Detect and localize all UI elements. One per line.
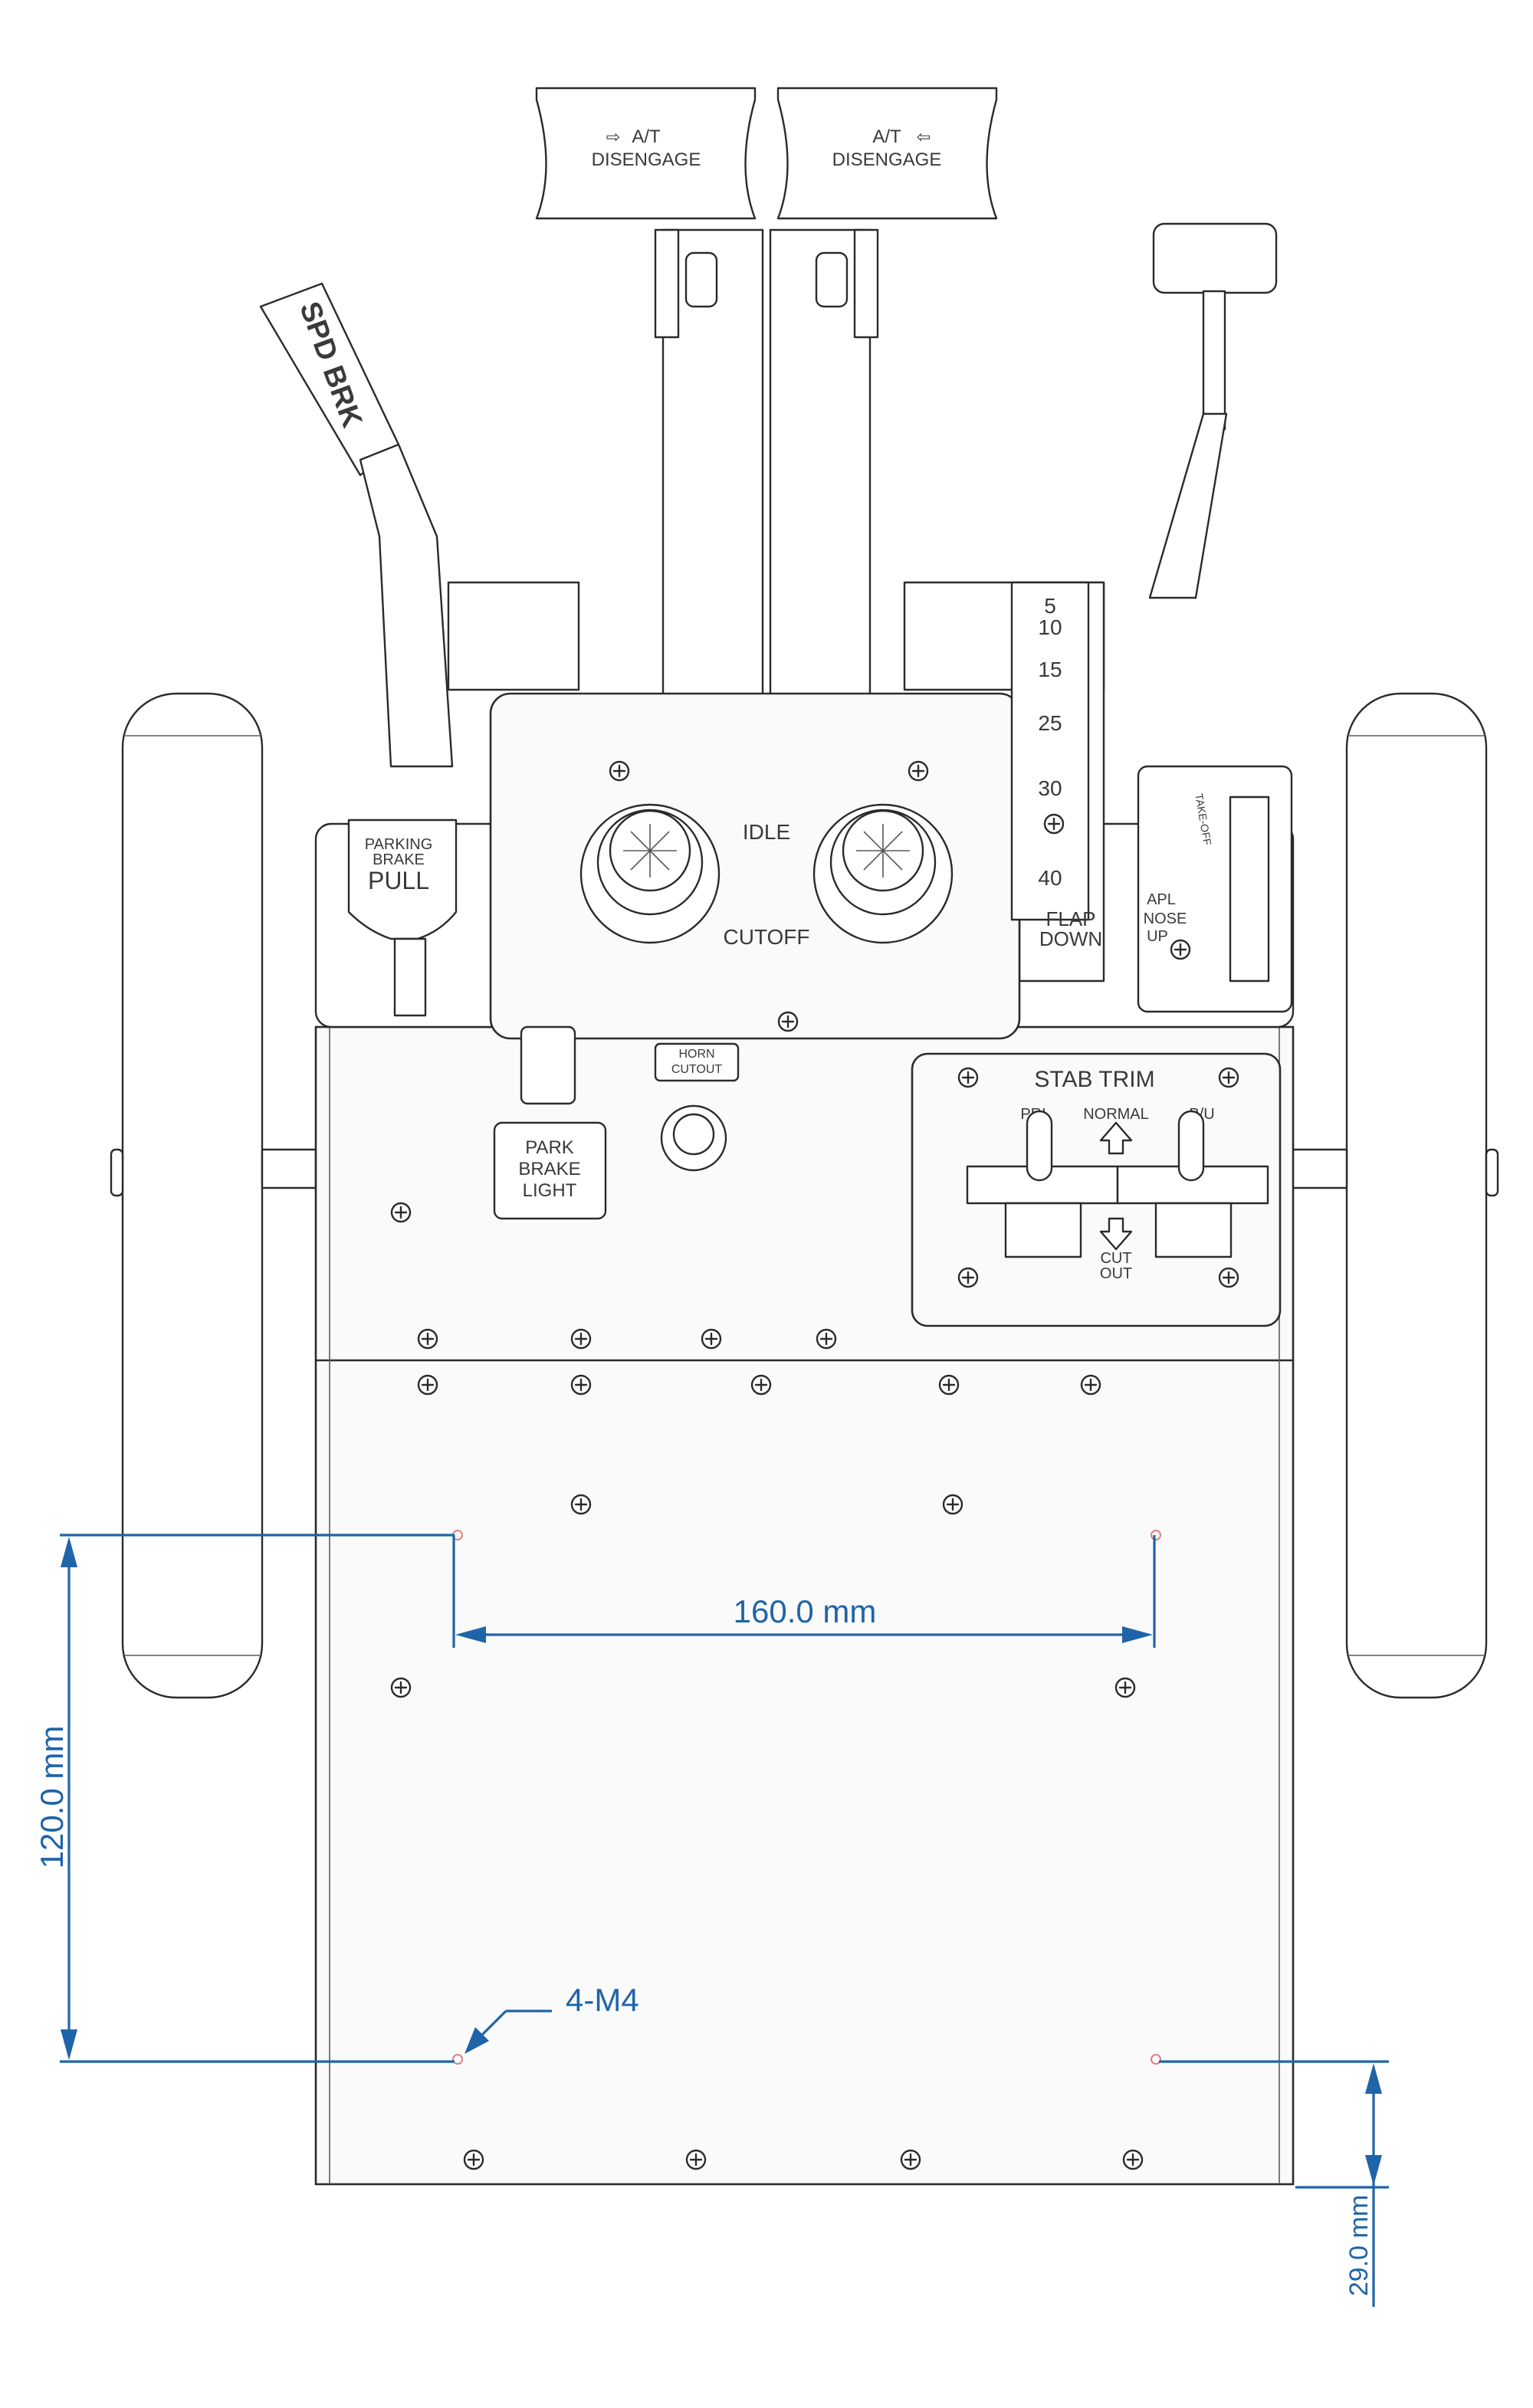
normal-arrow-icon xyxy=(1099,1121,1133,1155)
screw-icon xyxy=(1218,1067,1239,1088)
right-fuel-switch xyxy=(812,803,954,944)
left-wheel xyxy=(121,692,264,1699)
flap-scale xyxy=(1010,581,1090,921)
hole-callout-label: 4-M4 xyxy=(566,1982,639,2018)
flap-scale-15: 15 xyxy=(1038,658,1062,681)
nose-label: NOSE xyxy=(1144,910,1187,927)
cutoff-label: CUTOFF xyxy=(723,925,809,949)
trim-wheel-area xyxy=(1137,765,1293,1013)
screw-icon xyxy=(908,760,929,782)
parking-brake-handle xyxy=(347,819,458,1017)
screw-icon xyxy=(942,1494,963,1515)
flap-scale-40: 40 xyxy=(1038,866,1062,890)
screw-icon xyxy=(701,1328,722,1350)
left-fuel-switch xyxy=(579,803,721,944)
dimension-horizontal-label: 160.0 mm xyxy=(734,1593,877,1629)
screw-icon xyxy=(609,760,630,782)
dimension-horizontal xyxy=(452,1535,1156,1648)
park-brake-light-label-1: PARK xyxy=(525,1137,574,1158)
screw-icon xyxy=(777,1011,799,1032)
screw-icon xyxy=(957,1267,979,1288)
screw-icon xyxy=(390,1677,412,1698)
screws xyxy=(390,760,1239,2170)
screw-icon xyxy=(1170,939,1191,960)
out-label: OUT xyxy=(1100,1265,1132,1282)
cutout-label: CUTOUT xyxy=(671,1063,723,1076)
handle-arrows: ⇨ ⇦ xyxy=(606,127,931,146)
parking-brake-label: PARKING xyxy=(365,836,433,853)
svg-text:⇦: ⇦ xyxy=(917,127,931,146)
flap-label-1: FLAP xyxy=(1046,907,1095,930)
idle-label: IDLE xyxy=(743,820,790,844)
screw-icon xyxy=(1043,813,1065,835)
right-wheel xyxy=(1345,692,1488,1699)
park-brake-light xyxy=(493,1025,607,1220)
flap-scale-10: 10 xyxy=(1038,615,1062,639)
flap-scale-25: 25 xyxy=(1038,711,1062,735)
apl-label: APL xyxy=(1147,891,1176,908)
screw-icon xyxy=(463,2149,484,2170)
screw-icon xyxy=(938,1374,960,1396)
speed-brake-lever xyxy=(259,282,454,768)
screw-icon xyxy=(685,2149,707,2170)
screw-icon xyxy=(1218,1267,1239,1288)
screw-icon xyxy=(750,1374,772,1396)
dimension-vertical-label: 120.0 mm xyxy=(34,1726,70,1869)
up-label: UP xyxy=(1147,928,1168,945)
axle xyxy=(110,1148,1499,1197)
screw-icon xyxy=(417,1328,438,1350)
flap-scale-5: 5 xyxy=(1044,594,1056,618)
screw-icon xyxy=(816,1328,837,1350)
cut-label: CUT xyxy=(1100,1250,1131,1267)
cut-out-arrow-icon xyxy=(1099,1217,1133,1251)
hole-callout-leader xyxy=(464,2009,552,2054)
screw-icon xyxy=(570,1374,592,1396)
park-brake-light-label-2: BRAKE xyxy=(518,1159,580,1179)
screw-icon xyxy=(1114,1677,1136,1698)
dimension-offset-label: 29.0 mm xyxy=(1344,2195,1374,2296)
pri-toggle-switch xyxy=(966,1110,1119,1258)
screw-icon xyxy=(570,1328,592,1350)
stab-trim-title: STAB TRIM xyxy=(1034,1067,1154,1092)
mounting-hole-bottom-right xyxy=(1151,2054,1161,2065)
mounting-hole-top-right xyxy=(1151,1530,1161,1540)
parking-brake-pull: PULL xyxy=(368,867,429,894)
screw-icon xyxy=(417,1374,438,1396)
screw-icon xyxy=(1080,1374,1101,1396)
dimension-vertical xyxy=(60,1534,455,2063)
horn-label: HORN xyxy=(678,1048,714,1061)
normal-label: NORMAL xyxy=(1083,1106,1149,1123)
flap-label-2: DOWN xyxy=(1039,927,1102,950)
screw-icon xyxy=(957,1067,979,1088)
mounting-hole-bottom-left xyxy=(452,2054,463,2065)
dimension-offset xyxy=(1159,2060,1389,2307)
screw-icon xyxy=(1122,2149,1144,2170)
horn-cutout-button xyxy=(654,1042,740,1172)
flap-scale-30: 30 xyxy=(1038,776,1062,800)
screw-icon xyxy=(570,1494,592,1515)
bu-toggle-switch xyxy=(1116,1110,1269,1258)
park-brake-light-label-3: LIGHT xyxy=(523,1180,577,1201)
svg-text:⇨: ⇨ xyxy=(606,127,620,146)
screw-icon xyxy=(900,2149,921,2170)
parking-brake-label-2: BRAKE xyxy=(373,851,425,868)
screw-icon xyxy=(390,1202,412,1223)
